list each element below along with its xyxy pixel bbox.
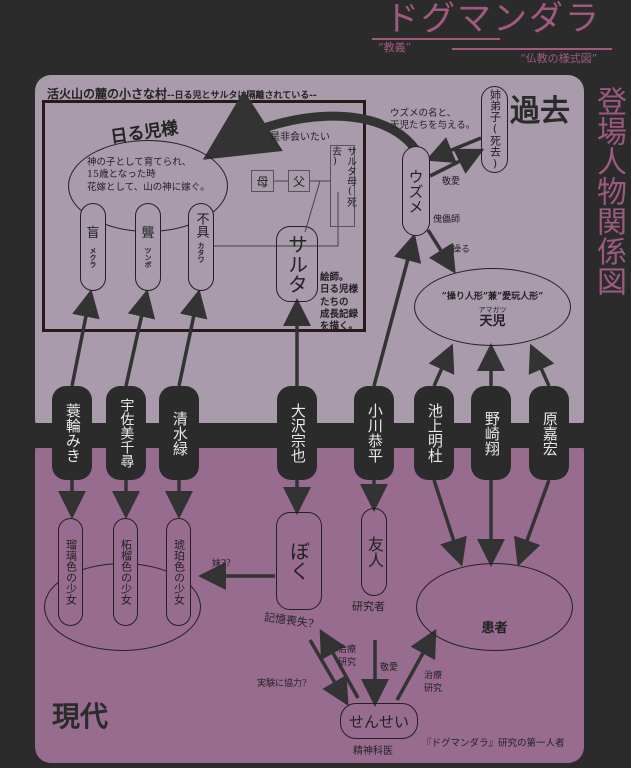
side-title: 登場人物関係図 bbox=[591, 85, 626, 296]
title-underline-2 bbox=[452, 48, 612, 50]
boku-node: ぼく bbox=[276, 512, 322, 610]
amagatsu-description: ”操り人形”兼”愛玩人形” bbox=[441, 292, 544, 302]
hiruko-desc-line: 花嫁として、山の神に嫁ぐ。 bbox=[87, 181, 210, 193]
present-label: 現代 bbox=[52, 700, 109, 733]
respect-label-past: 敬愛 bbox=[442, 177, 461, 187]
girl-amber: 琥珀色の少女 bbox=[166, 518, 191, 626]
cast-shimizu-midori: 清水緑 bbox=[159, 386, 199, 480]
patients-label: 患者 bbox=[481, 621, 508, 636]
amagatsu-ruby: アマガツ bbox=[478, 306, 507, 314]
saruta-description: 絵師。日る児様たちの成長記録を描く。 bbox=[320, 272, 359, 333]
senior-note: ウズメの名と、天児たちを与える。 bbox=[390, 108, 476, 132]
cooperate-label: 実験に協力? bbox=[257, 679, 307, 689]
friend-node: 友人 bbox=[361, 508, 387, 596]
father-box: 父 bbox=[288, 170, 310, 192]
saruta-mother-box: サルタ母(死去) bbox=[330, 145, 356, 227]
cast-hara-yoshihiro: 原嘉宏 bbox=[529, 386, 569, 480]
amagatsu-label: 天児 bbox=[479, 314, 506, 329]
hiruko-desc-line: 15歳となった時 bbox=[87, 169, 156, 181]
patients-ellipse: 患者 bbox=[416, 563, 573, 651]
cast-ikegami-asato: 池上明杜 bbox=[414, 386, 454, 480]
researcher-label: 研究者 bbox=[352, 600, 385, 613]
senior-node: 姉弟子(死去) bbox=[481, 86, 508, 173]
title-underline-1 bbox=[372, 38, 500, 40]
treat-label-right: 治療研究 bbox=[424, 671, 443, 694]
cast-osawa-soya: 大沢宗也 bbox=[277, 386, 317, 480]
treat-label-left: 治療研究 bbox=[338, 645, 357, 668]
title-sub-doctrine: “教義” bbox=[378, 41, 412, 54]
hiruko-description: 神の子として育てられ、 15歳となった時 花嫁として、山の神に嫁ぐ。 bbox=[87, 157, 210, 194]
past-label: 過去 bbox=[510, 94, 570, 129]
hiruko-blind: 盲メクラ bbox=[80, 203, 106, 291]
hiruko-deaf: 聾ツンボ bbox=[135, 203, 161, 291]
sister-label: 妹?? bbox=[212, 559, 231, 569]
respect-label-present: 敬愛 bbox=[380, 663, 399, 673]
saruta-node: サルタ bbox=[276, 226, 318, 302]
mother-box: 母 bbox=[251, 170, 274, 192]
cast-usami-chihiro: 宇佐美千尋 bbox=[106, 386, 146, 480]
cast-ogawa-kyohei: 小川恭平 bbox=[354, 386, 394, 480]
sensei-node: せんせい bbox=[340, 703, 418, 739]
title-sub-diagram: “仏教の様式図” bbox=[520, 52, 598, 65]
girl-garnet: 柘榴色の少女 bbox=[113, 518, 138, 626]
village-label: 活火山の麓の小さな村 bbox=[47, 87, 168, 101]
puppeteer-label: 傀儡師 bbox=[433, 215, 461, 225]
manipulate-label: 操る bbox=[452, 245, 471, 255]
hiruko-crippled: 不具カタワ bbox=[188, 203, 214, 291]
hiruko-desc-line: 神の子として育てられ、 bbox=[87, 157, 192, 168]
cast-nozaki-sho: 野崎翔 bbox=[471, 386, 511, 480]
want-to-meet-label: 是非会いたい bbox=[270, 132, 330, 143]
uzume-node: ウズメ bbox=[402, 146, 430, 236]
arrow-want-meet bbox=[202, 90, 420, 160]
girl-lapis: 瑠璃色の少女 bbox=[58, 518, 83, 626]
authority-label: 『ドグマンダラ』研究の第一人者 bbox=[422, 738, 565, 749]
amagatsu-ellipse: ”操り人形”兼”愛玩人形” アマガツ 天児 bbox=[414, 268, 571, 346]
psychiatrist-label: 精神科医 bbox=[353, 746, 393, 757]
cast-minowa-miki: 蓑輪みき bbox=[52, 386, 92, 480]
title: ドグマンダラ bbox=[385, 0, 601, 39]
